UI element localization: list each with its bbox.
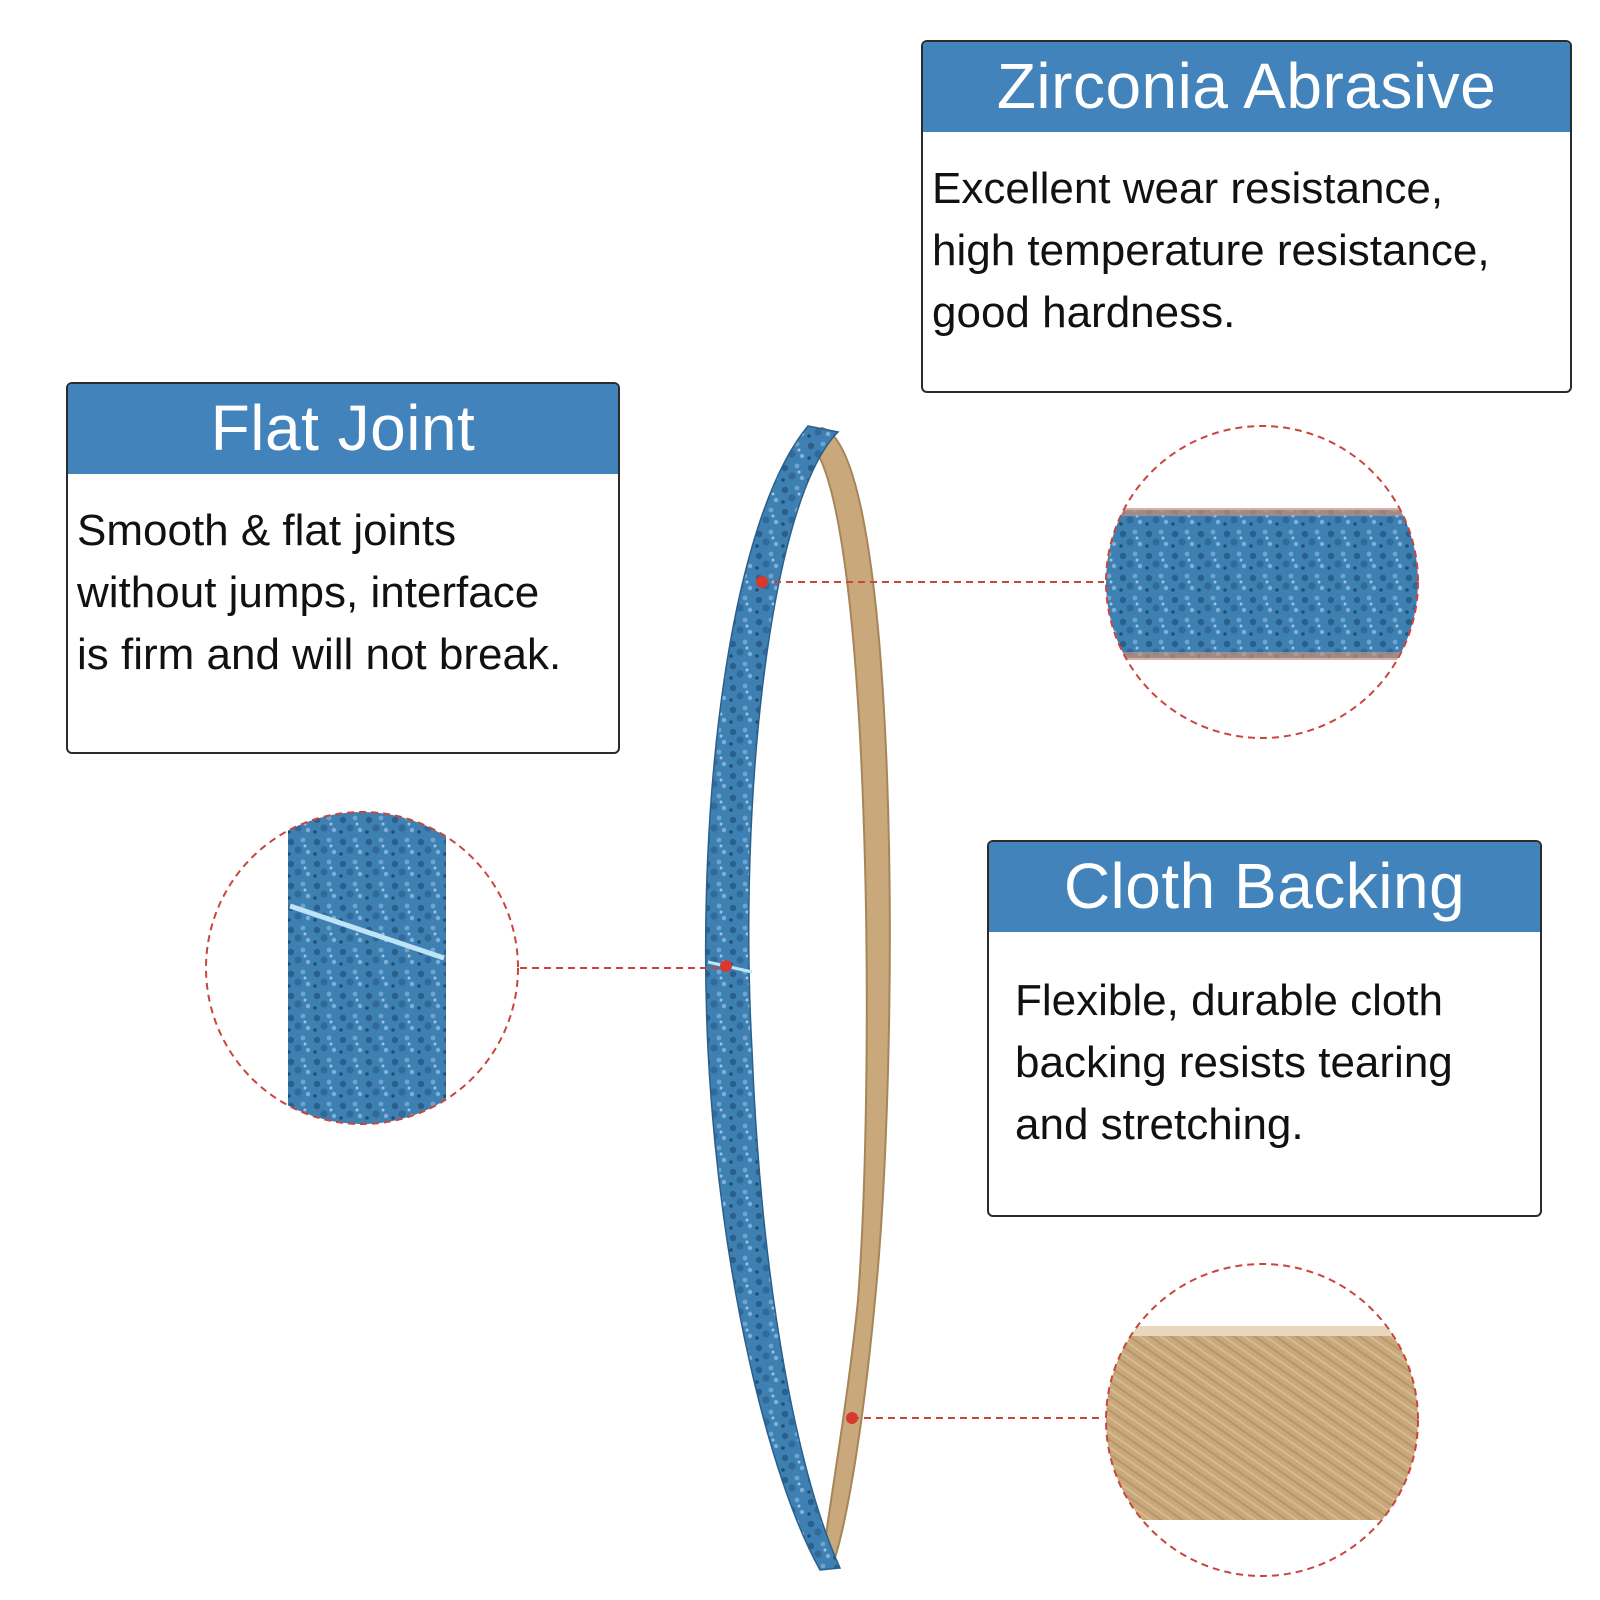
zirconia-abrasive-description: Excellent wear resistance, high temperat… (932, 164, 1490, 337)
flat-joint-card: Flat Joint Smooth & flat joints without … (66, 382, 620, 754)
zoom-flat-joint-icon (205, 811, 519, 1125)
cloth-backing-description: Flexible, durable cloth backing resists … (1015, 976, 1453, 1149)
flat-joint-description: Smooth & flat joints without jumps, inte… (77, 506, 562, 679)
cloth-backing-card: Cloth Backing Flexible, durable cloth ba… (987, 840, 1542, 1217)
zoom-zirconia-icon (1105, 425, 1419, 739)
cloth-backing-title: Cloth Backing (989, 842, 1540, 932)
zirconia-abrasive-card: Zirconia Abrasive Excellent wear resista… (921, 40, 1572, 393)
zirconia-abrasive-title: Zirconia Abrasive (923, 42, 1570, 132)
zoom-cloth-backing-icon (1105, 1263, 1419, 1577)
flat-joint-title: Flat Joint (68, 384, 618, 474)
